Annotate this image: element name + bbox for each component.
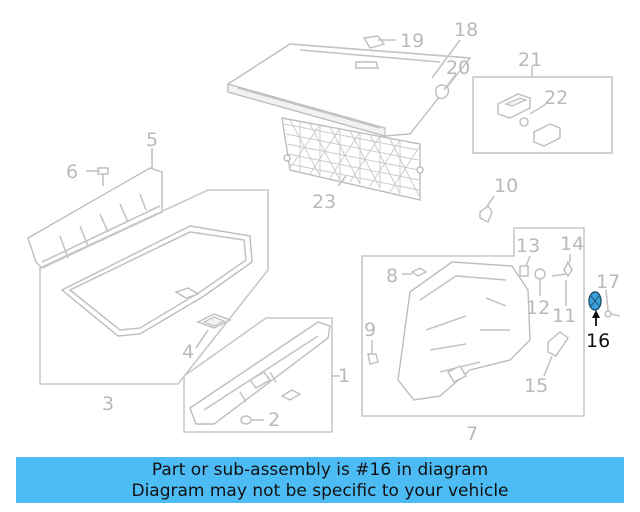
info-banner: Part or sub-assembly is #16 in diagram D… [16, 457, 624, 503]
box-21 [472, 76, 613, 154]
callout-7: 7 [466, 423, 478, 445]
callout-22: 22 [544, 87, 568, 109]
callout-12: 12 [526, 297, 550, 319]
callout-14: 14 [560, 233, 584, 255]
callout-15: 15 [524, 375, 548, 397]
callout-6: 6 [66, 161, 78, 183]
box-7 [361, 227, 585, 417]
callout-20: 20 [446, 57, 470, 79]
leader-lines [86, 39, 609, 421]
part-13-clip [519, 265, 529, 277]
callout-4: 4 [182, 341, 194, 363]
callout-2: 2 [268, 409, 280, 431]
callout-16: 16 [586, 330, 610, 352]
part-16-highlighted[interactable] [588, 291, 602, 311]
callout-3: 3 [102, 393, 114, 415]
callout-17: 17 [596, 271, 620, 293]
banner-line-2: Diagram may not be specific to your vehi… [131, 481, 509, 501]
callout-8: 8 [386, 265, 398, 287]
box-1 [183, 317, 333, 433]
callout-9: 9 [364, 319, 376, 341]
parts-diagram: 1 2 3 4 5 6 7 8 9 10 11 12 13 14 15 16 1… [27, 19, 621, 445]
cargo-net [281, 117, 424, 201]
part-9-hook [367, 353, 379, 365]
part-8-clip [410, 267, 428, 277]
part-10-hook [479, 204, 493, 223]
banner-line-1: Part or sub-assembly is #16 in diagram [151, 460, 489, 480]
cargo-cover [227, 43, 472, 137]
callout-11: 11 [552, 305, 576, 327]
part-1-rear-trim [189, 321, 331, 425]
callout-10: 10 [494, 175, 518, 197]
part-12-nut [534, 268, 546, 280]
part-19-clip [362, 35, 386, 49]
part-14-hook [563, 260, 573, 278]
part-21-socket [497, 93, 531, 127]
callout-13: 13 [516, 235, 540, 257]
cargo-floor-board [60, 225, 253, 337]
callout-1: 1 [338, 365, 350, 387]
part-4-tray [196, 313, 232, 329]
callout-19: 19 [400, 30, 424, 52]
part-7-side-trim [397, 261, 531, 401]
part-15-cover [547, 331, 569, 357]
box-3 [39, 189, 269, 385]
part-22-cap [533, 123, 561, 147]
part-2-clip [240, 415, 252, 425]
callout-23: 23 [312, 191, 336, 213]
callout-18: 18 [454, 19, 478, 41]
callout-5: 5 [146, 129, 158, 151]
part-11-screw [551, 273, 567, 277]
callout-21: 21 [518, 49, 542, 71]
part-17-screw [604, 310, 621, 318]
